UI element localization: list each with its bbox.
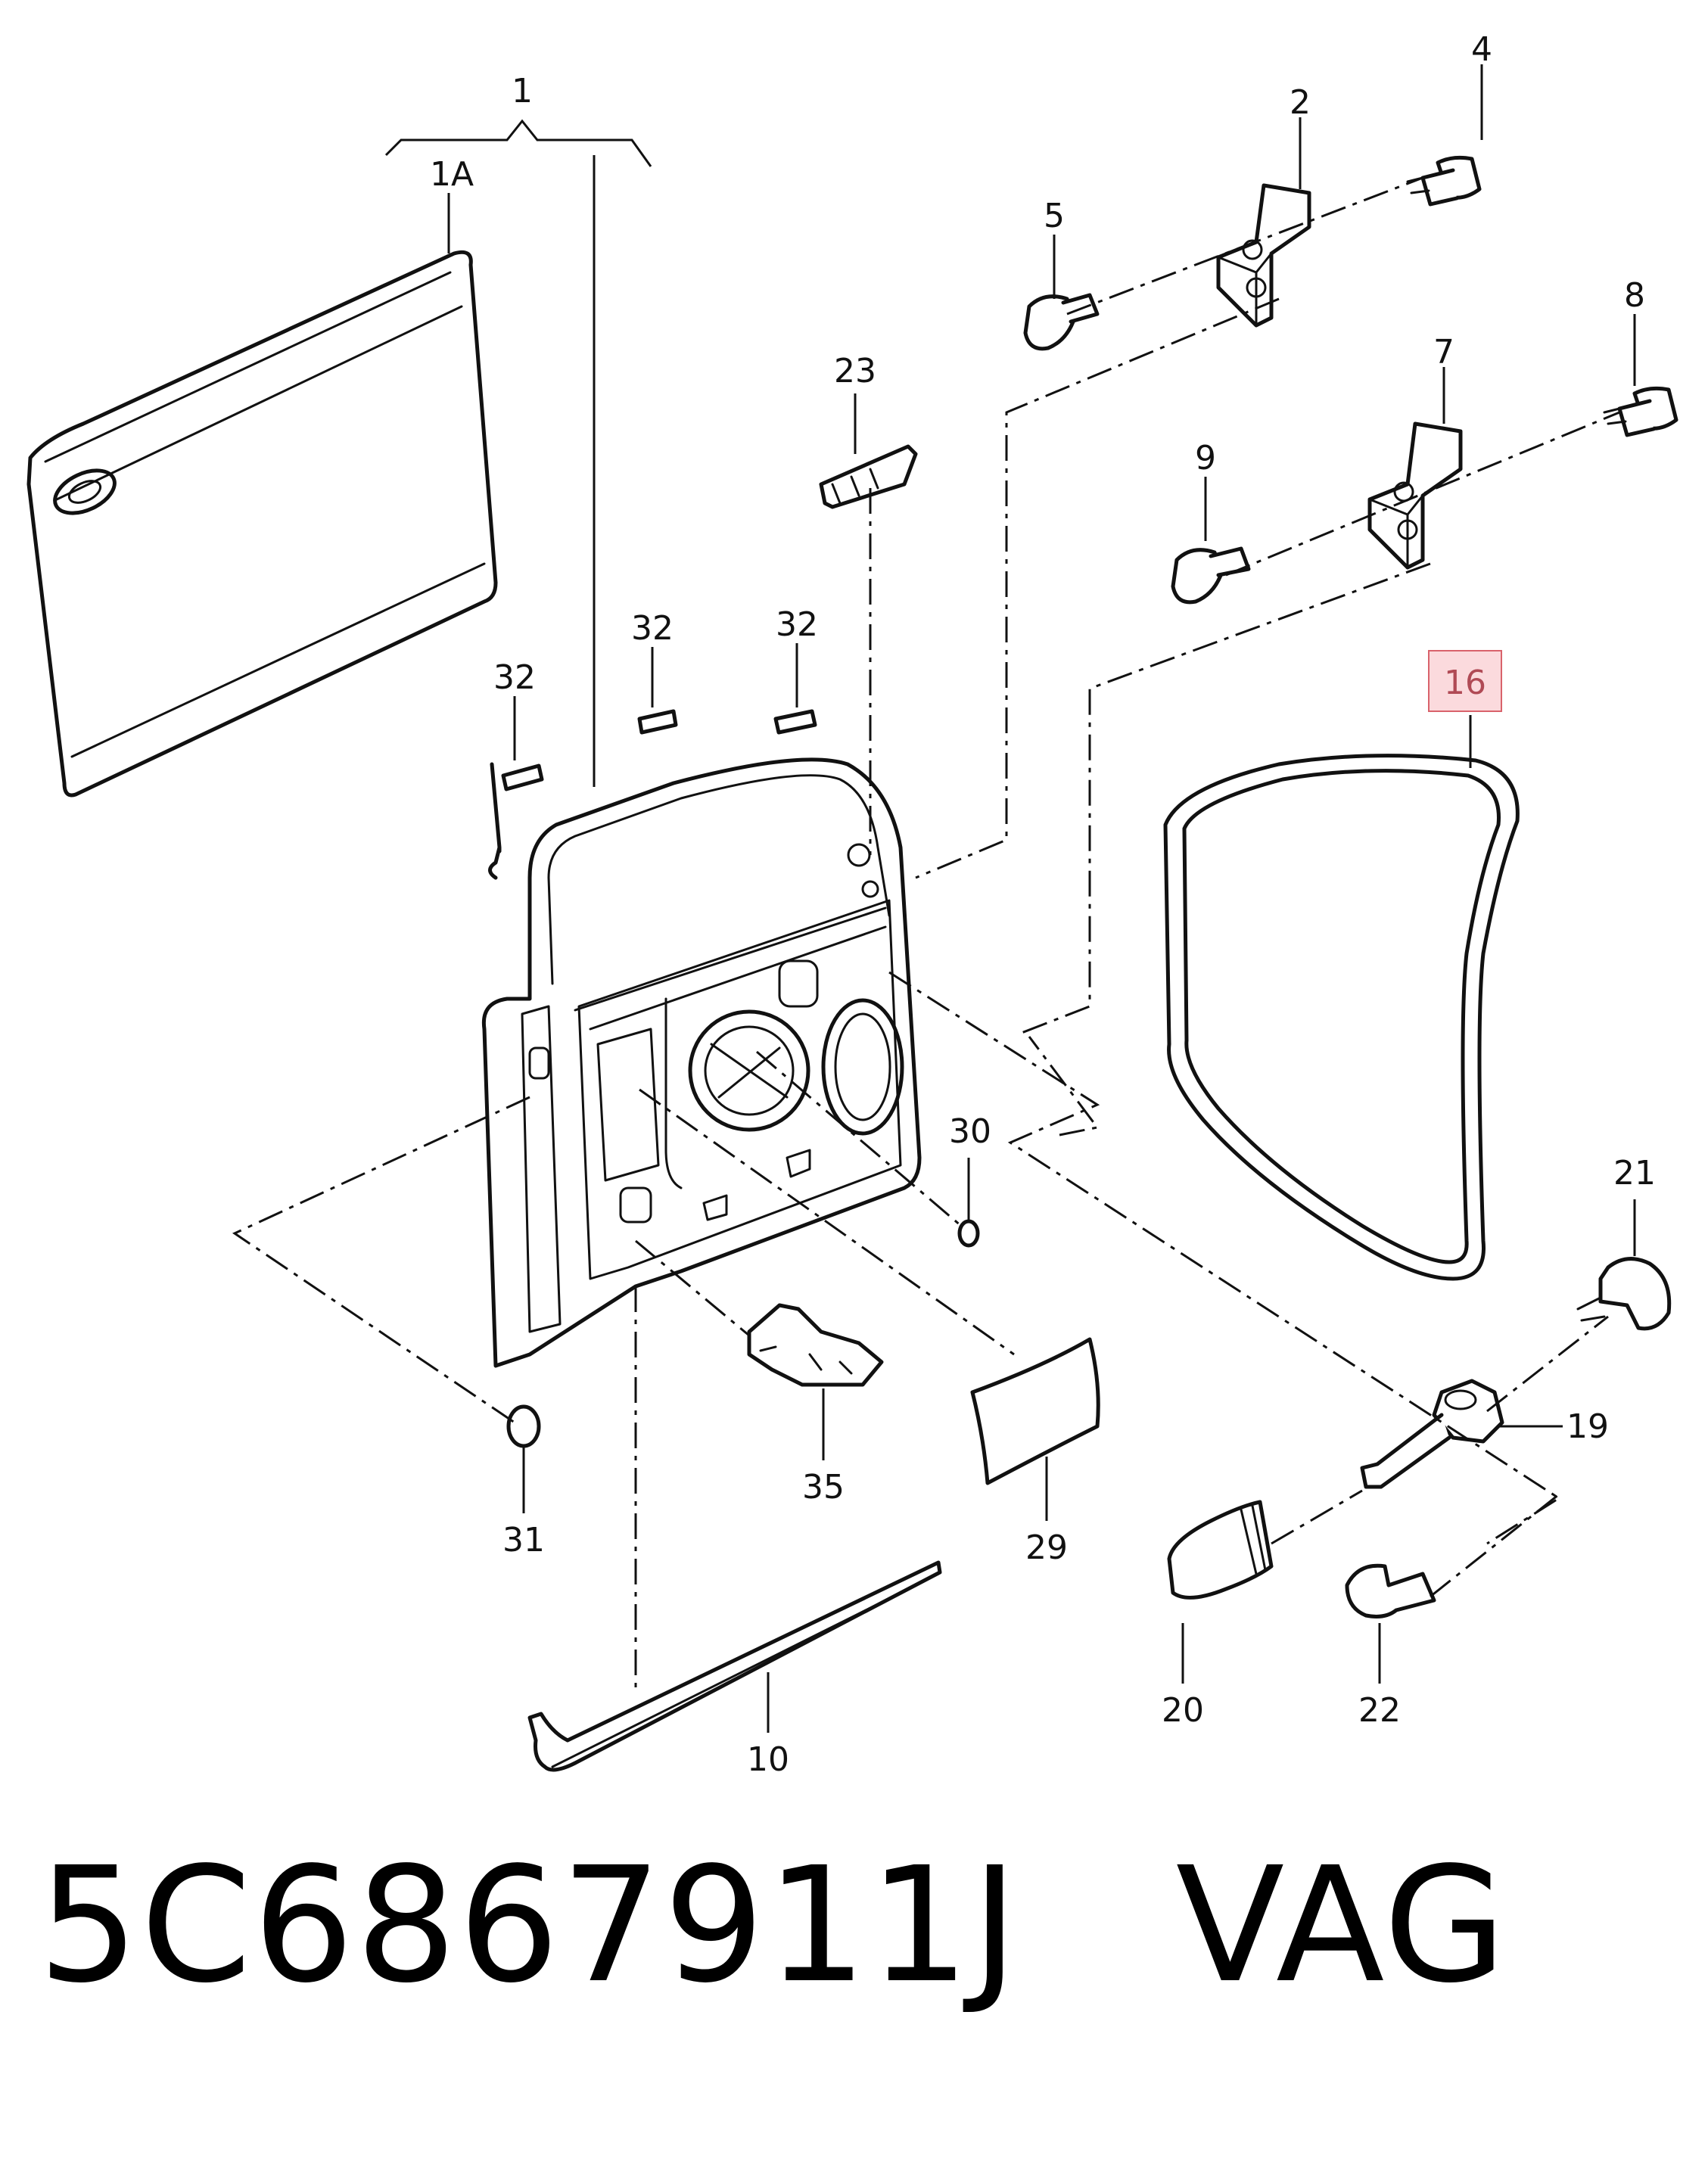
callout-32-left: 32 [493, 658, 536, 697]
callout-31: 31 [502, 1521, 545, 1559]
upper-hinge [1023, 155, 1482, 351]
callout-4: 4 [1471, 30, 1492, 69]
callout-16: 16 [1444, 664, 1486, 702]
callout-10: 10 [747, 1740, 789, 1779]
callout-23: 23 [834, 352, 876, 390]
plug-30 [957, 1219, 980, 1248]
callout-1A: 1A [430, 155, 474, 194]
callout-29: 29 [1025, 1528, 1068, 1567]
callout-32-mid: 32 [631, 609, 674, 648]
callout-labels: 1 1A 2 4 5 7 8 9 23 32 32 32 16 21 30 19… [430, 30, 1656, 1779]
bottom-seal-strip [527, 1560, 942, 1772]
callout-8: 8 [1624, 276, 1645, 315]
door-check-strap [1167, 1257, 1672, 1618]
callout-32-right: 32 [776, 605, 818, 644]
callout-19: 19 [1566, 1407, 1609, 1446]
outer-door-skin [26, 250, 498, 798]
callout-7: 7 [1433, 333, 1454, 372]
bracket-part [747, 1303, 884, 1387]
callout-22: 22 [1358, 1691, 1401, 1730]
assembly-lines [232, 176, 1620, 1691]
sheet-part [970, 1337, 1100, 1485]
callout-35: 35 [802, 1468, 845, 1507]
lock-cover-part [819, 444, 918, 509]
callout-20: 20 [1162, 1691, 1204, 1730]
callout-2: 2 [1290, 83, 1311, 122]
door-seal [1163, 754, 1520, 1281]
callout-21: 21 [1613, 1154, 1656, 1192]
callout-30: 30 [949, 1112, 991, 1151]
lower-hinge [1171, 386, 1678, 605]
callout-1: 1 [512, 72, 533, 110]
door-shell [481, 757, 922, 1368]
highlight-box [1428, 650, 1502, 712]
part-number-banner: 5C6867911J VAG [38, 1833, 1508, 2018]
plug-31 [506, 1404, 541, 1448]
callout-9: 9 [1195, 439, 1216, 477]
leader-lines [384, 64, 1636, 1733]
callout-5: 5 [1044, 197, 1065, 235]
stickers [501, 709, 817, 791]
